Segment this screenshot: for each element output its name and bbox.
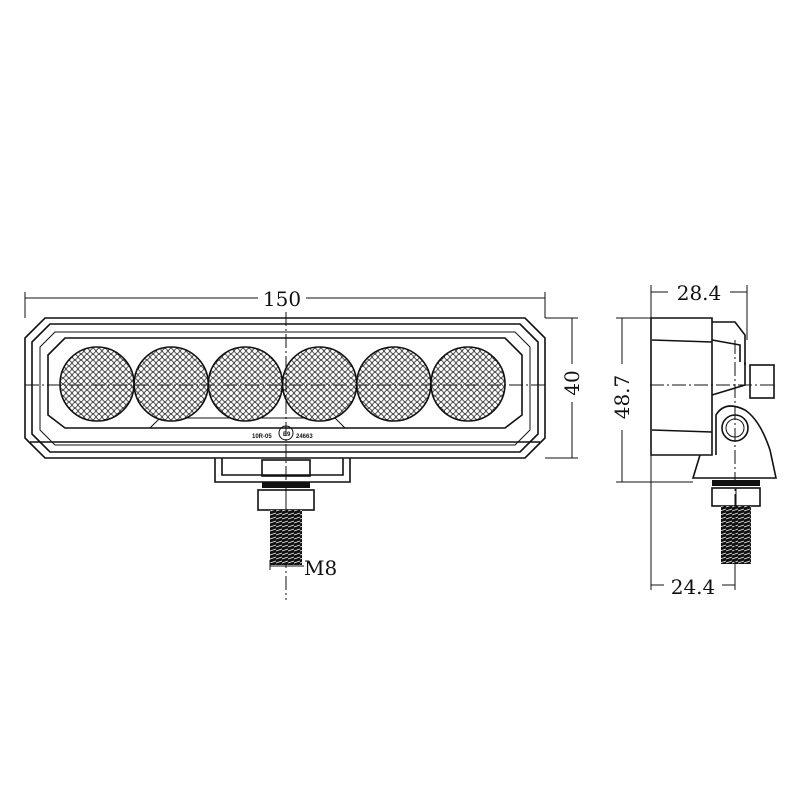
side-housing	[650, 317, 713, 456]
marking-left: 10R-05	[252, 434, 272, 440]
led-row	[59, 346, 506, 422]
side-view: 28.4 48.7 24.4	[610, 281, 777, 599]
led-lens	[430, 346, 506, 422]
side-bracket	[691, 405, 777, 479]
mount-bracket	[214, 458, 351, 483]
dimension-side-height: 48.7	[610, 317, 693, 483]
svg-text:28.4: 28.4	[677, 281, 722, 305]
housing-outer	[24, 317, 546, 459]
dimension-base: 24.4	[651, 570, 736, 599]
svg-text:M8: M8	[304, 556, 337, 580]
mount-bolt	[257, 459, 315, 565]
side-connector	[749, 364, 775, 399]
led-lens	[133, 346, 209, 422]
svg-text:40: 40	[560, 370, 584, 395]
front-view: 10R-05 E9 24663 150 40	[24, 287, 584, 600]
dimension-width: 150	[24, 287, 546, 318]
led-lens	[207, 346, 284, 422]
svg-text:24.4: 24.4	[671, 575, 716, 599]
ece-emblem-text: E9	[283, 432, 291, 438]
dimension-height: 40	[545, 317, 584, 459]
marking-right: 24663	[296, 434, 313, 440]
led-lens	[59, 346, 135, 422]
led-lens	[355, 346, 432, 422]
svg-text:150: 150	[263, 287, 301, 311]
led-lens	[281, 346, 358, 422]
lens-frame	[47, 337, 523, 429]
dimension-thread: M8	[269, 556, 337, 580]
housing-inner	[31, 323, 539, 453]
dimension-depth: 28.4	[650, 281, 748, 590]
svg-text:48.7: 48.7	[610, 375, 634, 420]
